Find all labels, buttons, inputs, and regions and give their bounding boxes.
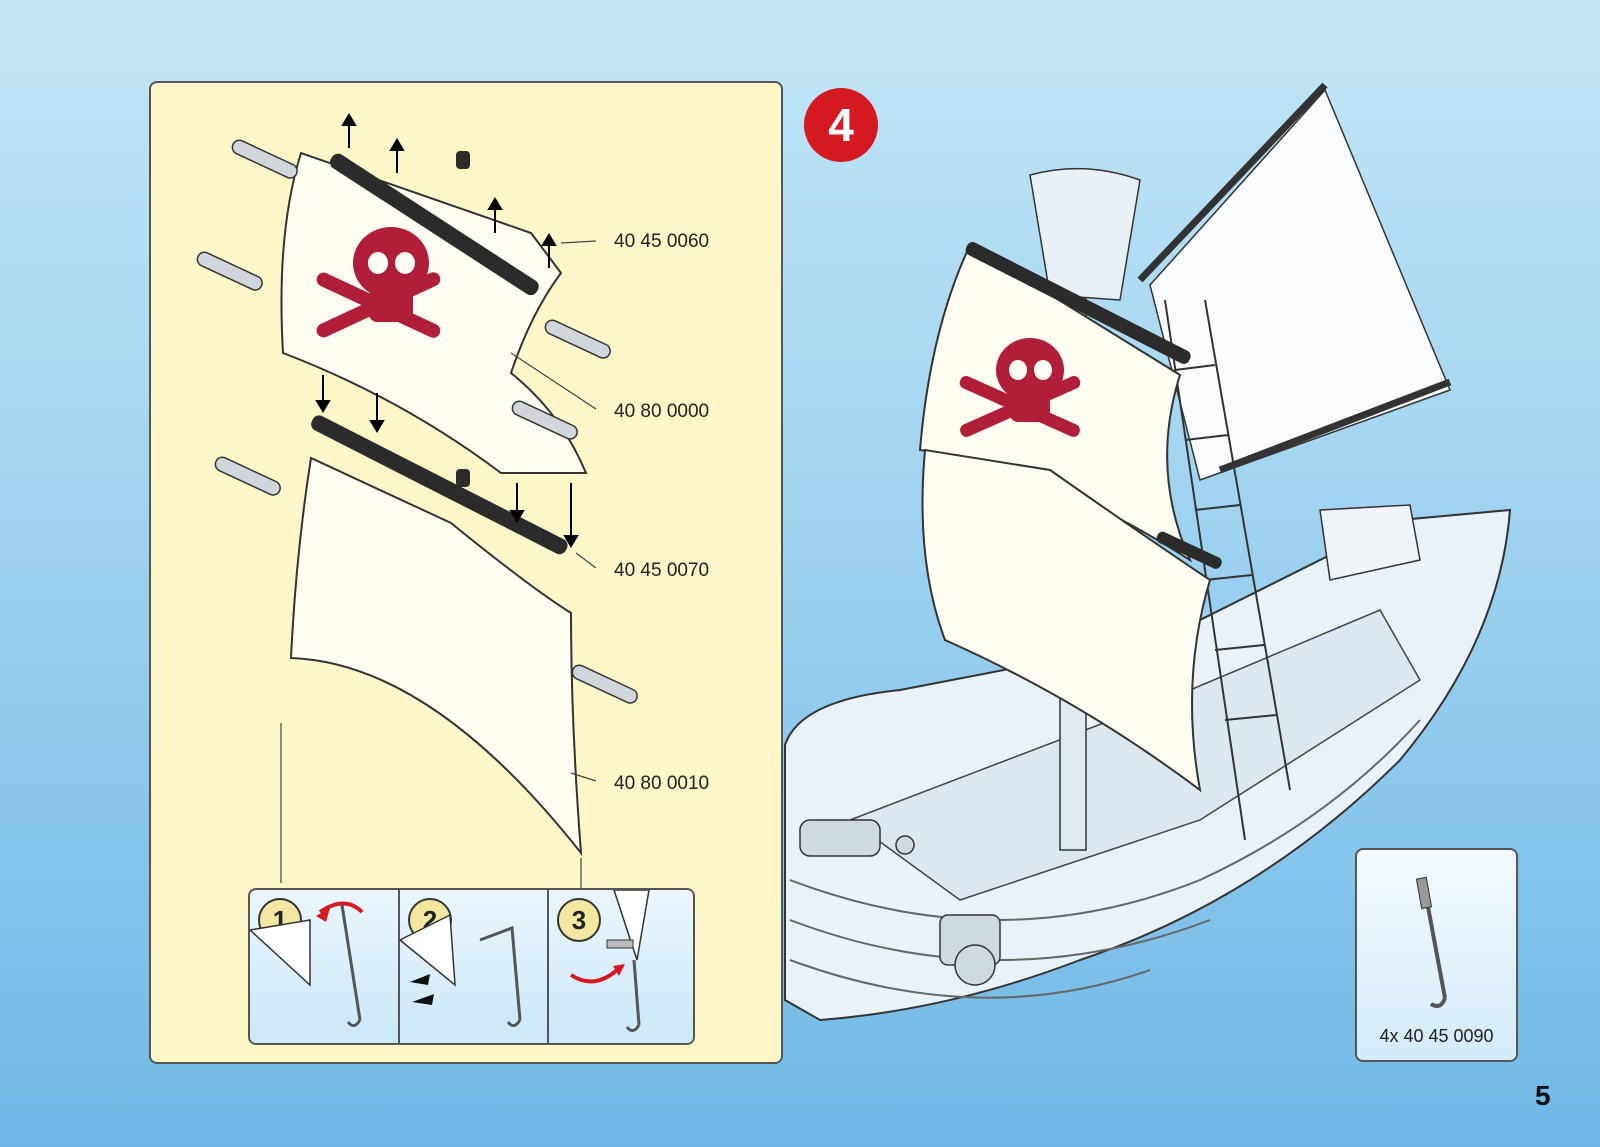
- substep-3-illustration: [569, 890, 650, 1032]
- substeps-strip: 1 2 3: [248, 888, 695, 1045]
- part-label-upper-sail: 40 80 0000: [614, 401, 710, 422]
- ship-skull-crossbones: [959, 338, 1081, 437]
- exploded-sail-illustration: [196, 113, 638, 888]
- substep-divider: [398, 890, 400, 1043]
- lower-spar: [311, 415, 568, 555]
- substep-3-number: 3: [557, 898, 601, 942]
- substep-3-panel: 3: [549, 890, 693, 1043]
- substep-2-illustration: [398, 913, 522, 1027]
- step-number-badge: 4: [804, 88, 878, 162]
- part-label-lower-sail: 40 80 0010: [614, 773, 710, 794]
- part-label-upper-spar: 40 45 0060: [614, 231, 710, 252]
- substep-1-panel: 1: [250, 890, 398, 1043]
- skull-crossbones-upper: [316, 227, 441, 338]
- parts-box-label: 4x 40 45 0090: [1379, 1026, 1494, 1046]
- hook-part-icon: [1415, 876, 1447, 1008]
- substep-1-illustration: [250, 901, 364, 1027]
- upper-spar: [329, 151, 539, 296]
- parts-box: 4x 40 45 0090: [1355, 848, 1518, 1062]
- substep-divider: [547, 890, 549, 1043]
- part-label-lower-spar: 40 45 0070: [614, 560, 710, 581]
- page-number: 5: [1535, 1080, 1551, 1111]
- substep-2-panel: 2: [398, 890, 547, 1043]
- upper-sail: [280, 151, 588, 474]
- ship-lower-sail: [921, 448, 1212, 793]
- lower-sail: [289, 456, 583, 857]
